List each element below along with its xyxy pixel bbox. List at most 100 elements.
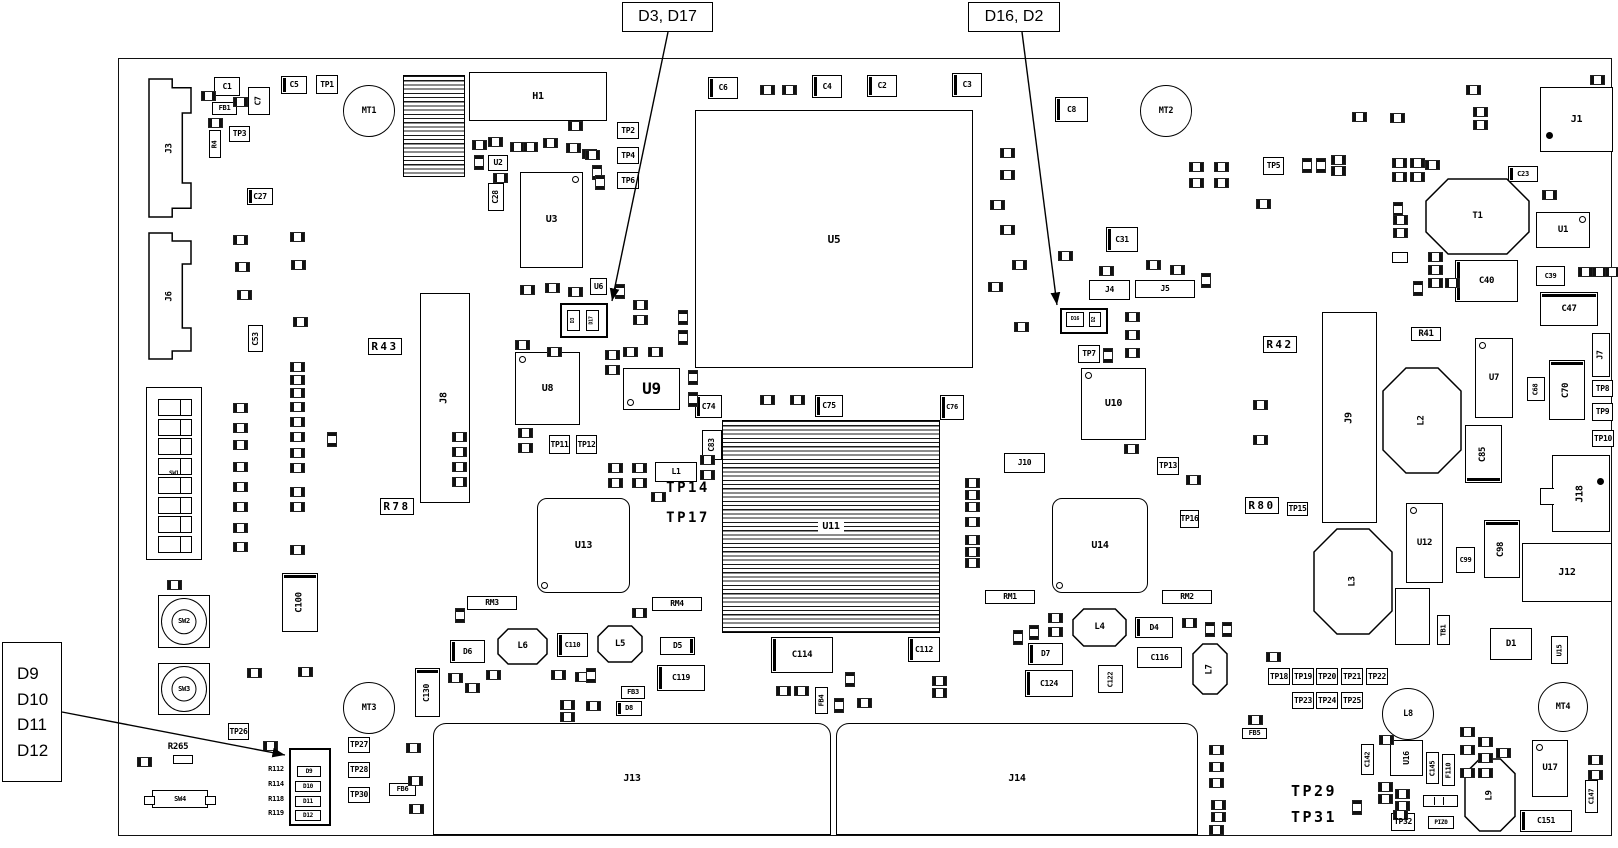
ref-label: C99 xyxy=(1459,555,1472,564)
ref-r42: R42 xyxy=(1263,336,1297,353)
ref-label: TP16 xyxy=(1180,514,1199,523)
smd-passive xyxy=(1012,260,1027,270)
smd-passive xyxy=(1205,622,1215,637)
ref-label: C147 xyxy=(1587,788,1596,805)
ref-label: C98 xyxy=(1496,541,1507,557)
ref-d11: D11 xyxy=(295,796,321,807)
smd-passive xyxy=(233,462,248,472)
smd-passive xyxy=(327,432,337,447)
smd-passive xyxy=(1211,800,1226,810)
ref-sw2: SW2 xyxy=(158,595,210,648)
ref-label: U8 xyxy=(541,382,554,394)
smd-passive xyxy=(1209,745,1224,755)
ref-label: SW3 xyxy=(178,684,190,693)
ref-c47: C47 xyxy=(1540,292,1598,326)
ref-tp23: TP23 xyxy=(1292,692,1314,709)
ref-l9: L9 xyxy=(1464,758,1516,832)
ref-piz0: PIZ0 xyxy=(1428,816,1454,829)
ref-label: TB1 xyxy=(1439,624,1447,636)
ref-label: TP17 xyxy=(666,510,710,526)
ref-label: R119 xyxy=(268,808,284,817)
ref-tp20: TP20 xyxy=(1316,668,1338,685)
ref-c6: C6 xyxy=(708,77,738,99)
ref-label: J14 xyxy=(1008,773,1026,784)
smd-passive xyxy=(233,423,248,433)
ref-label: MT1 xyxy=(361,105,377,116)
ref-label: J10 xyxy=(1017,458,1032,467)
smd-passive xyxy=(1099,266,1114,276)
ref-label: U14 xyxy=(1091,539,1109,551)
smd-passive xyxy=(137,757,152,767)
ref-label: C70 xyxy=(1561,382,1572,398)
ic-part xyxy=(1395,588,1430,645)
ref-label: C83 xyxy=(707,438,716,452)
ref-r265: R265 xyxy=(160,742,196,753)
smd-passive xyxy=(678,310,688,325)
ref-c147: C147 xyxy=(1585,780,1598,813)
ref-label: TP31 xyxy=(1290,807,1338,826)
smd-passive xyxy=(1460,727,1475,737)
ref-label: U9 xyxy=(642,379,661,398)
ref-label: J3 xyxy=(164,142,175,154)
ref-u2: U2 xyxy=(488,155,508,171)
smd-passive xyxy=(586,668,596,683)
ref-label: R4 xyxy=(210,140,219,148)
ref-u1: U1 xyxy=(1536,212,1590,248)
ref-label: J13 xyxy=(623,773,641,784)
ref-label: TP4 xyxy=(621,150,635,160)
dip-switch-position-6 xyxy=(158,496,192,514)
ref-label: L3 xyxy=(1347,576,1358,587)
ref-label: RM2 xyxy=(1180,592,1194,601)
ref-label: TP14 xyxy=(666,480,710,496)
ref-u7: U7 xyxy=(1475,338,1513,418)
ref-d6: D6 xyxy=(450,640,485,663)
ref-label: C76 xyxy=(946,403,958,411)
ref-u10: U10 xyxy=(1081,368,1146,440)
ref-label: FB6 xyxy=(396,785,409,793)
smd-passive xyxy=(932,688,947,698)
smd-passive xyxy=(965,517,980,527)
ref-label: C68 xyxy=(1531,383,1540,395)
smd-passive xyxy=(290,502,305,512)
smd-passive xyxy=(990,200,1005,210)
smd-passive xyxy=(455,608,465,623)
smd-passive xyxy=(568,287,583,297)
smd-passive xyxy=(1000,148,1015,158)
ref-label: C27 xyxy=(253,191,267,201)
smd-passive xyxy=(1425,160,1440,170)
smd-passive xyxy=(1473,107,1488,117)
ref-sw1: SW1 xyxy=(146,387,202,560)
ref-mt2: MT2 xyxy=(1140,85,1192,137)
smd-passive xyxy=(1170,265,1185,275)
ref-d1: D1 xyxy=(1490,628,1532,660)
ref-label: SW2 xyxy=(178,617,190,625)
ref-d16: D16 xyxy=(1066,312,1084,327)
smd-passive xyxy=(1000,225,1015,235)
ref-label: C5 xyxy=(289,80,299,89)
smd-passive xyxy=(1048,613,1063,623)
ref-c116: C116 xyxy=(1137,647,1182,668)
ref-l5: L5 xyxy=(597,625,643,663)
ref-tp13: TP13 xyxy=(1157,457,1179,475)
ref-u12: U12 xyxy=(1406,503,1443,583)
smd-passive xyxy=(1478,768,1493,778)
smd-passive xyxy=(632,478,647,488)
ref-label: TP9 xyxy=(1595,407,1610,416)
ref-label: TP26 xyxy=(229,726,248,736)
ref-label: C85 xyxy=(1477,446,1488,462)
ref-c39: C39 xyxy=(1536,266,1565,286)
ref-label: J6 xyxy=(164,290,175,302)
ref-j14: J14 xyxy=(836,723,1198,835)
pin1-mark xyxy=(627,399,634,406)
ref-label: C6 xyxy=(718,83,728,92)
ref-label: J18 xyxy=(1574,484,1586,503)
smd-passive xyxy=(1588,755,1603,765)
smd-passive xyxy=(233,403,248,413)
ref-label: R42 xyxy=(1266,338,1294,351)
dip-switch-position-3 xyxy=(158,438,192,455)
ref-label: C114 xyxy=(791,649,813,660)
ref-label: C151 xyxy=(1536,816,1556,825)
ref-u5: U5 xyxy=(695,110,973,368)
pin1-mark xyxy=(1479,342,1486,349)
